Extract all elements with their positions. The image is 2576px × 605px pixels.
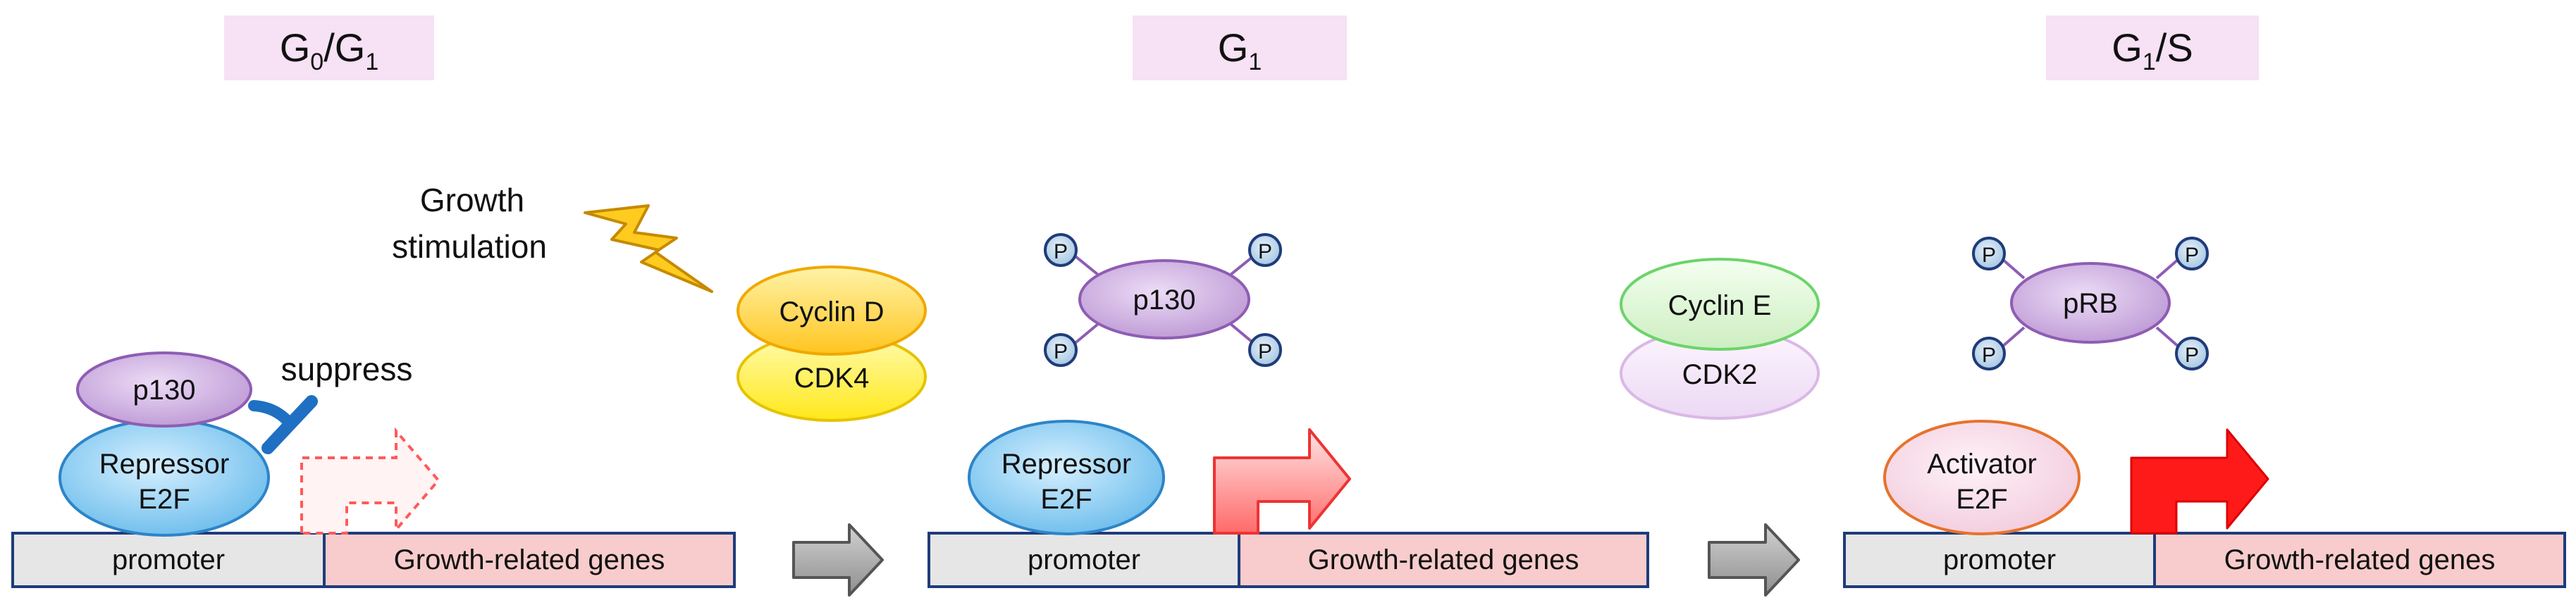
repressor-label-line1: Repressor	[99, 449, 230, 480]
phosphate-group: P	[2175, 337, 2209, 370]
phosphate-group: P	[1248, 333, 1282, 367]
prb-label: pRB	[2063, 288, 2118, 319]
repressor-e2f	[968, 420, 1165, 535]
phosphate-group: P	[1972, 237, 2006, 270]
activator-label-line1: Activator	[1927, 449, 2037, 480]
genes-label: Growth-related genes	[2224, 544, 2496, 575]
cyclin-e-label: Cyclin E	[1668, 290, 1772, 321]
promoter-label: promoter	[1943, 544, 2056, 575]
promoter-label: promoter	[112, 544, 225, 575]
panel-g0-g1: promoter Growth-related genes Repressor …	[11, 182, 927, 588]
promoter-box	[928, 532, 1240, 588]
svg-text:P: P	[2185, 244, 2199, 267]
suppress-label: suppress	[281, 351, 413, 387]
genes-label: Growth-related genes	[394, 544, 665, 575]
partial-transcription-arrow	[1213, 428, 1351, 535]
p130	[76, 351, 252, 428]
svg-text:P: P	[2185, 344, 2199, 367]
repressor-label-line2: E2F	[1040, 484, 1092, 515]
svg-text:P: P	[1982, 244, 1996, 267]
genes-box	[1238, 532, 1649, 588]
growth-label-line1: Growth	[420, 182, 524, 218]
phosphate-group: P	[1248, 233, 1282, 267]
p130-label: p130	[1133, 285, 1196, 316]
genes-box	[2153, 532, 2566, 588]
step-arrow-2	[1708, 523, 1800, 597]
cyclin-d-label: Cyclin D	[779, 297, 885, 328]
activator-label-line2: E2F	[1956, 484, 2007, 515]
svg-text:P: P	[1258, 340, 1272, 363]
cyclin-d	[737, 266, 927, 356]
lightning-icon	[584, 204, 713, 293]
promoter-box	[11, 532, 326, 588]
cdk4-label: CDK4	[794, 363, 870, 394]
inactive-transcription-arrow	[300, 427, 440, 535]
genes-box	[323, 532, 736, 588]
panel-g1-s: promoter Growth-related genes Activator …	[1843, 237, 2566, 588]
activator-e2f	[1883, 420, 2081, 535]
svg-text:P: P	[1054, 240, 1068, 263]
genes-label: Growth-related genes	[1308, 544, 1579, 575]
active-transcription-arrow	[2130, 428, 2269, 535]
stage-label-g1: G1	[1133, 15, 1347, 80]
p130	[1078, 259, 1250, 339]
phosphate-group: P	[1044, 333, 1078, 367]
stage-label-g1-s: G1/S	[2046, 15, 2259, 80]
panel-g1: promoter Growth-related genes Repressor …	[928, 233, 1820, 588]
svg-text:P: P	[1258, 240, 1272, 263]
repressor-label-line2: E2F	[138, 484, 190, 515]
phosphate-group: P	[2175, 237, 2209, 270]
cdk2-label: CDK2	[1682, 359, 1758, 390]
cyclin-e	[1620, 258, 1820, 351]
inhibition-bar	[261, 395, 318, 454]
p130-label: p130	[133, 375, 196, 406]
growth-label-line2: stimulation	[392, 228, 547, 265]
svg-text:P: P	[1982, 344, 1996, 367]
prb	[2010, 262, 2171, 344]
stage-label-g0-g1: G0/G1	[224, 15, 434, 80]
promoter-label: promoter	[1028, 544, 1140, 575]
phosphate-group: P	[1044, 233, 1078, 267]
phosphate-group: P	[1972, 337, 2006, 370]
svg-text:P: P	[1054, 340, 1068, 363]
repressor-label-line1: Repressor	[1002, 449, 1132, 480]
step-arrow-1	[792, 523, 884, 597]
